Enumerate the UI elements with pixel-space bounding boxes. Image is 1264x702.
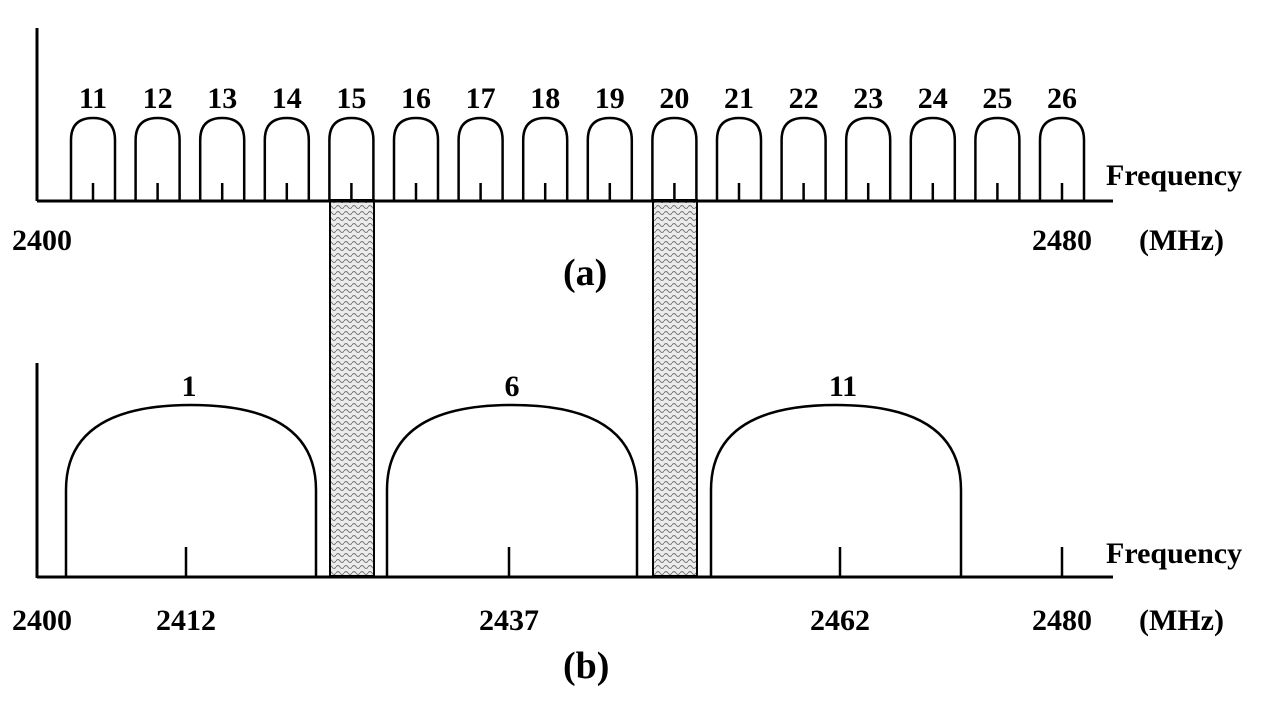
panel-a-channel-21: 21 bbox=[715, 82, 763, 201]
panel-a-lobe bbox=[69, 116, 117, 201]
panel-a-channel-18: 18 bbox=[521, 82, 569, 201]
panel-a-channel-number: 17 bbox=[466, 82, 496, 115]
panel-a-channel-number: 11 bbox=[79, 82, 107, 115]
panel-a-channel-19: 19 bbox=[586, 82, 634, 201]
panel-b-channel-number: 1 bbox=[182, 370, 197, 403]
panel-a-channel-number: 16 bbox=[401, 82, 431, 115]
panel-a-channels: 11 12 13 14 15 16 17 18 19 20 21 22 23 24 25 26 bbox=[69, 82, 1086, 201]
panel-a-lobe bbox=[263, 116, 311, 201]
panel-a-channel-number: 13 bbox=[207, 82, 237, 115]
panel-b-axis-unit: (MHz) bbox=[1139, 604, 1224, 637]
panel-a-channel-23: 23 bbox=[844, 82, 892, 201]
panel-b-lobe bbox=[64, 403, 318, 577]
panel-b-center-frequency: 2462 bbox=[810, 604, 870, 637]
panel-b-lobe bbox=[709, 403, 963, 577]
panel-a-axis-start: 2400 bbox=[12, 224, 72, 257]
panel-a-channel-number: 15 bbox=[336, 82, 366, 115]
panel-b-channel-11: 11 2462 bbox=[709, 370, 963, 637]
panel-a: 11 12 13 14 15 16 17 18 19 20 21 22 23 24 25 26 2400 24… bbox=[12, 28, 1242, 294]
panel-a-channel-15: 15 bbox=[328, 82, 375, 201]
panel-b-center-frequency: 2437 bbox=[479, 604, 539, 637]
panel-a-lobe bbox=[715, 116, 763, 201]
panel-b-channels: 1 2412 6 2437 11 2462 bbox=[64, 370, 963, 637]
panel-a-lobe bbox=[974, 116, 1021, 201]
panel-a-axis-end: 2480 bbox=[1032, 224, 1092, 257]
panel-a-lobe bbox=[198, 116, 246, 201]
overlap-band-20 bbox=[652, 199, 698, 577]
panel-a-channel-number: 12 bbox=[143, 82, 173, 115]
panel-a-channel-20: 20 bbox=[651, 82, 698, 201]
panel-a-channel-26: 26 bbox=[1038, 82, 1086, 201]
panel-b-center-frequency: 2412 bbox=[156, 604, 216, 637]
panel-a-channel-13: 13 bbox=[198, 82, 246, 201]
panel-a-channel-number: 23 bbox=[853, 82, 883, 115]
panel-a-channel-number: 25 bbox=[982, 82, 1012, 115]
panel-a-channel-17: 17 bbox=[457, 82, 504, 201]
panel-a-channel-number: 20 bbox=[659, 82, 689, 115]
panel-a-lobe bbox=[134, 116, 181, 201]
panel-a-lobe bbox=[909, 116, 957, 201]
panel-a-axis-unit: (MHz) bbox=[1139, 224, 1224, 257]
panel-b: 1 2412 6 2437 11 2462 2400 2480 Frequency (MH… bbox=[12, 363, 1242, 687]
panel-a-channel-number: 26 bbox=[1047, 82, 1077, 115]
panel-a-channel-24: 24 bbox=[909, 82, 957, 201]
panel-a-axis-title: Frequency bbox=[1106, 159, 1242, 192]
panel-a-label: (a) bbox=[563, 252, 607, 294]
panel-a-lobe bbox=[1038, 116, 1086, 201]
panel-a-channel-number: 18 bbox=[530, 82, 560, 115]
panel-a-lobe bbox=[586, 116, 634, 201]
panel-b-channel-6: 6 2437 bbox=[385, 370, 639, 637]
panel-a-channel-11: 11 bbox=[69, 82, 117, 201]
panel-a-channel-25: 25 bbox=[974, 82, 1021, 201]
panel-a-channel-number: 19 bbox=[595, 82, 625, 115]
panel-b-channel-number: 6 bbox=[505, 370, 520, 403]
panel-a-lobe bbox=[844, 116, 892, 201]
panel-a-channel-number: 24 bbox=[918, 82, 948, 115]
panel-a-channel-14: 14 bbox=[263, 82, 311, 201]
panel-a-lobe bbox=[521, 116, 569, 201]
panel-a-lobe bbox=[328, 116, 375, 201]
panel-a-lobe bbox=[457, 116, 504, 201]
panel-b-axis-end: 2480 bbox=[1032, 604, 1092, 637]
panel-b-axis-title: Frequency bbox=[1106, 537, 1242, 570]
panel-b-channel-number: 11 bbox=[829, 370, 857, 403]
panel-a-lobe bbox=[392, 116, 440, 201]
panel-b-axis-start: 2400 bbox=[12, 604, 72, 637]
panel-a-lobe bbox=[651, 116, 698, 201]
panel-b-channel-1: 1 2412 bbox=[64, 370, 318, 637]
panel-b-lobe bbox=[385, 403, 639, 577]
panel-a-channel-22: 22 bbox=[780, 82, 827, 201]
panel-a-channel-16: 16 bbox=[392, 82, 440, 201]
panel-b-label: (b) bbox=[563, 645, 609, 687]
panel-a-channel-number: 14 bbox=[272, 82, 302, 115]
panel-a-channel-12: 12 bbox=[134, 82, 181, 201]
overlap-band-15 bbox=[329, 199, 375, 577]
panel-a-channel-number: 21 bbox=[724, 82, 754, 115]
panel-a-lobe bbox=[780, 116, 827, 201]
panel-a-channel-number: 22 bbox=[789, 82, 819, 115]
